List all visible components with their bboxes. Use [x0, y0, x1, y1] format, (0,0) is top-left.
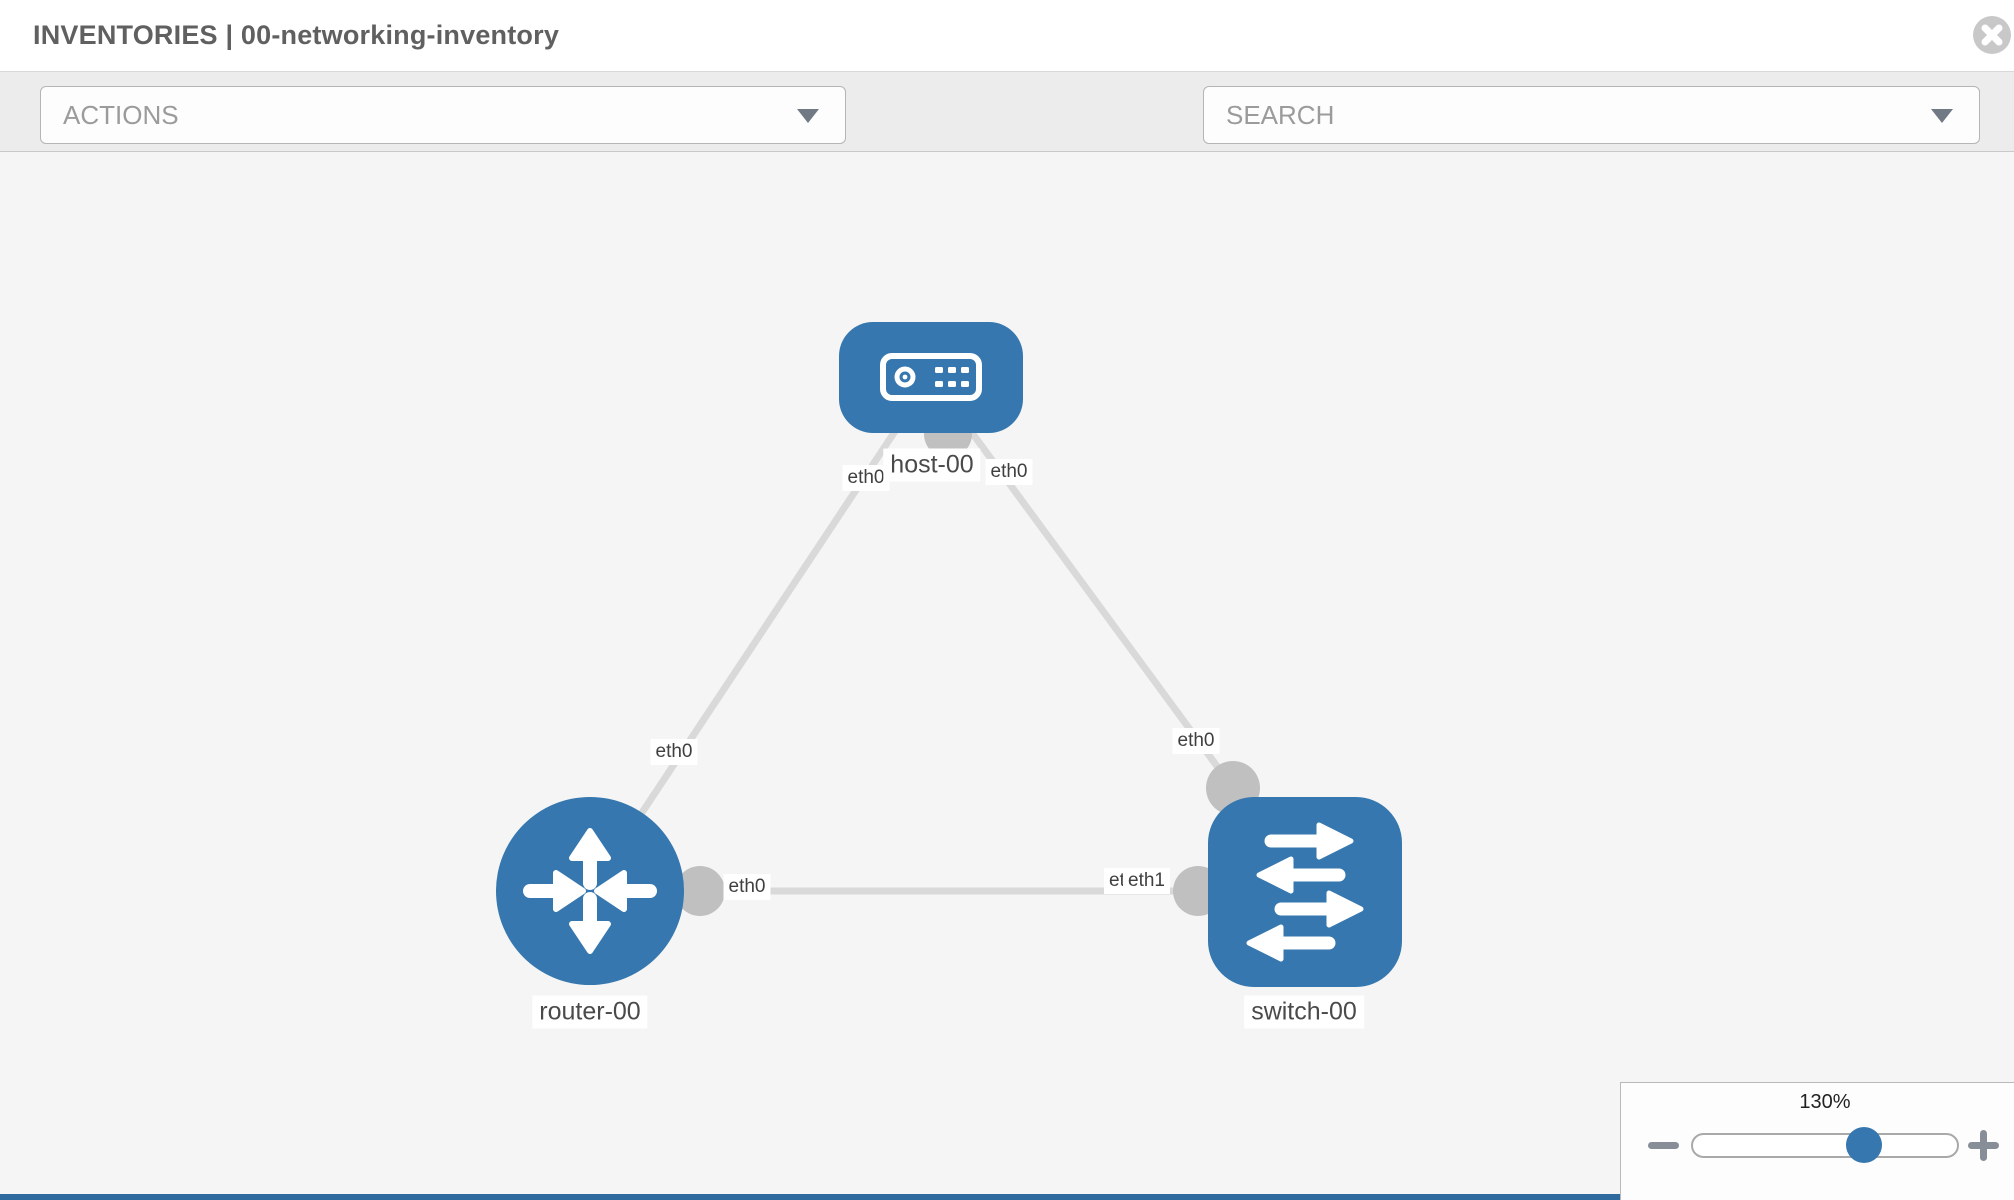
actions-dropdown[interactable]: ACTIONS: [40, 86, 846, 144]
interface-point[interactable]: [675, 866, 725, 916]
interface-label: eth0: [650, 739, 698, 765]
topology-graph: [496, 322, 1402, 987]
interface-label: eth0: [842, 465, 890, 491]
edge-host-router[interactable]: [587, 375, 934, 893]
zoom-level-value: 130%: [1799, 1091, 1851, 1113]
switch-icon: [1246, 822, 1364, 962]
zoom-slider-thumb[interactable]: [1846, 1127, 1882, 1163]
bottom-accent-bar: [0, 1194, 1620, 1200]
router-icon: [523, 828, 657, 954]
zoom-in-button[interactable]: [1968, 1130, 1999, 1161]
search-dropdown[interactable]: SEARCH: [1203, 86, 1980, 144]
interface-label: eth0: [723, 874, 771, 900]
actions-dropdown-label: ACTIONS: [63, 100, 179, 130]
plus-icon: [1980, 1130, 1987, 1161]
search-placeholder: SEARCH: [1226, 100, 1335, 130]
zoom-slider-track[interactable]: [1691, 1133, 1959, 1158]
node-switch-00[interactable]: [1208, 797, 1402, 987]
node-router-00[interactable]: [496, 797, 684, 985]
chevron-down-icon: [1931, 109, 1953, 123]
edge-host-switch[interactable]: [928, 374, 1236, 791]
header: INVENTORIES | 00-networking-inventory: [0, 0, 2014, 72]
zoom-control-panel: 130%: [1620, 1082, 2014, 1200]
chevron-down-icon: [797, 109, 819, 123]
host-icon: [880, 353, 982, 401]
zoom-out-button[interactable]: [1648, 1142, 1679, 1149]
interface-label: eth1: [1123, 868, 1170, 894]
interface-points: [675, 410, 1260, 916]
node-label-router: router-00: [532, 995, 648, 1029]
close-icon[interactable]: [1972, 15, 2012, 55]
topology-canvas[interactable]: [0, 152, 2014, 1200]
node-label-switch: switch-00: [1244, 995, 1364, 1029]
node-label-host: host-00: [883, 448, 981, 482]
node-host-00[interactable]: [839, 322, 1023, 433]
interface-label: eth0: [985, 459, 1033, 485]
interface-label: eth0: [1172, 728, 1220, 754]
toolbar: ACTIONS SEARCH: [0, 72, 2014, 208]
page-title: INVENTORIES | 00-networking-inventory: [33, 20, 560, 50]
